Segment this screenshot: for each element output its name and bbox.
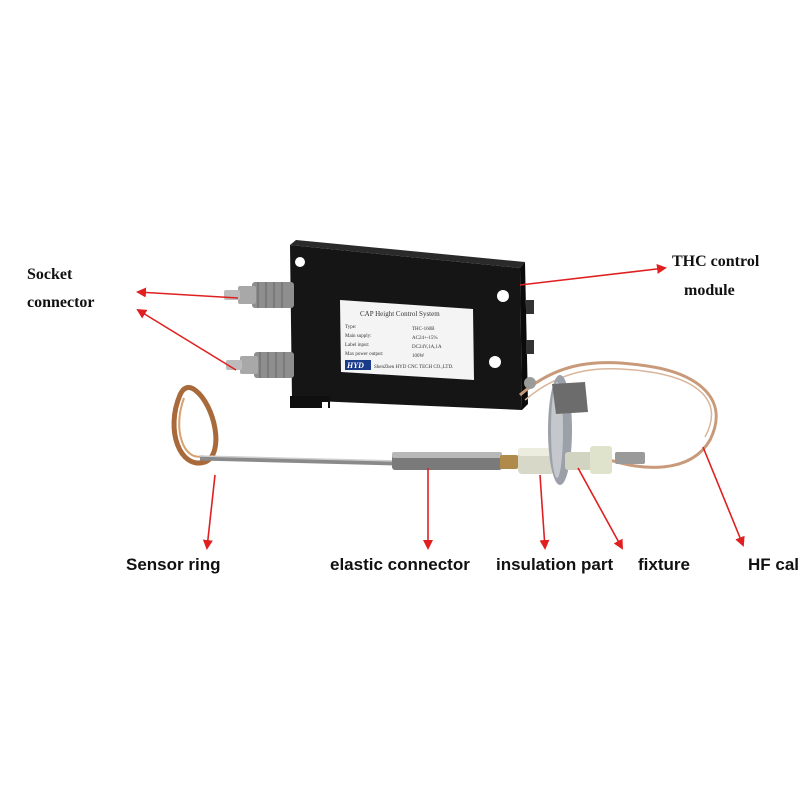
nameplate-text: CAP Height Control System Type: THC-160B…	[345, 310, 453, 370]
callout-arrows	[136, 263, 745, 550]
socket-connector-bottom	[226, 352, 294, 378]
label-socket-connector-line1: Socket	[27, 266, 73, 283]
nameplate-key: Label input:	[345, 343, 369, 348]
arrow-socket-top	[136, 287, 239, 299]
arrow-sensor-ring	[202, 474, 216, 550]
arrow-socket-bottom	[136, 308, 237, 371]
nameplate	[340, 300, 474, 380]
arrow-fixture	[577, 467, 623, 550]
label-thc-module-line1: THC control	[672, 253, 760, 270]
nameplate-maker: ShenZhen HYD CNC TECH CO.,LTD.	[374, 365, 453, 370]
label-thc-module-line2: module	[684, 282, 735, 299]
label-hf-cable: HF cal	[748, 555, 800, 574]
sensor-ring	[171, 385, 219, 466]
nameplate-value: DC24V,1A,1A	[412, 345, 442, 350]
arrow-hf-cable	[702, 446, 745, 547]
sensor-rod	[199, 455, 396, 466]
label-socket-connector-line2: connector	[27, 294, 95, 311]
nameplate-key: Max power output:	[345, 352, 383, 357]
nameplate-value: AC24+-15%	[412, 336, 438, 341]
insulation-part-shape	[518, 448, 554, 474]
label-elastic-connector: elastic connector	[330, 555, 470, 574]
label-fixture: fixture	[638, 555, 690, 574]
thc-control-box: CAP Height Control System Type: THC-160B…	[290, 240, 534, 410]
nameplate-title: CAP Height Control System	[360, 310, 440, 318]
label-insulation-part: insulation part	[496, 555, 614, 574]
nameplate-key: Type:	[345, 325, 356, 330]
nameplate-value: 100W	[412, 354, 425, 359]
fixture-plate	[548, 375, 612, 485]
label-sensor-ring: Sensor ring	[126, 555, 221, 574]
elastic-connector-part	[392, 452, 518, 470]
nameplate-key: Main supply:	[345, 334, 372, 339]
nameplate-value: THC-160B	[412, 327, 435, 332]
arrow-thc-module	[519, 263, 667, 286]
socket-connector-top	[224, 282, 294, 308]
nameplate-brand: HYD	[346, 361, 364, 370]
arrow-insulation-part	[539, 474, 550, 550]
